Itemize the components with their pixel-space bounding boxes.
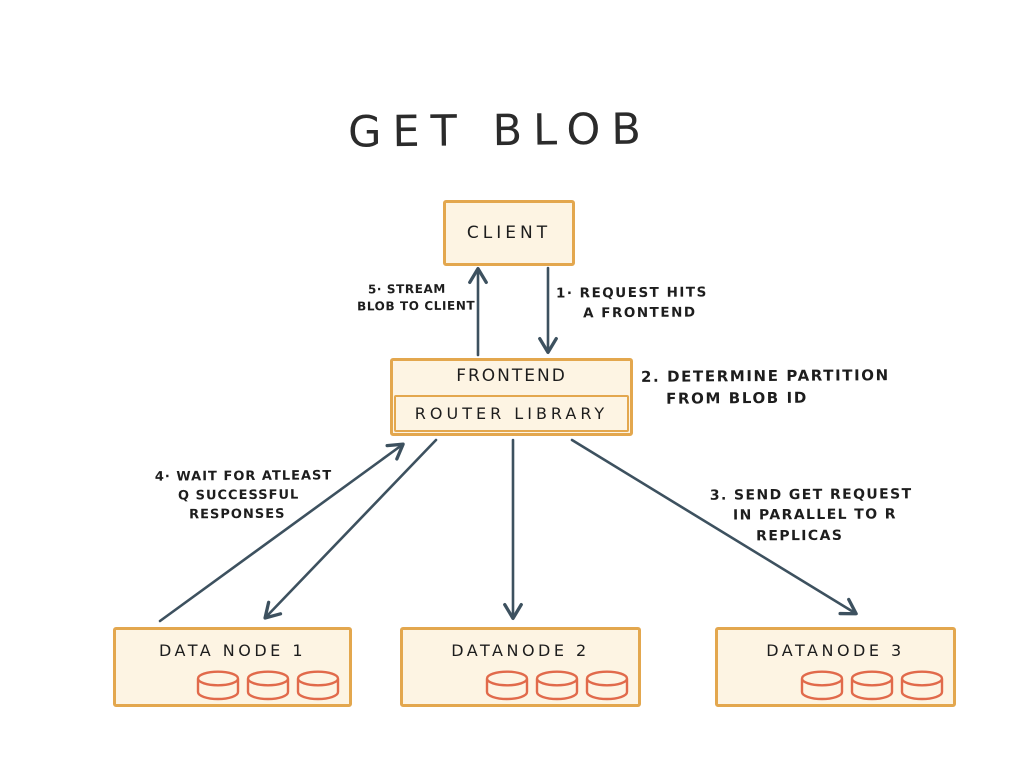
database-icon bbox=[900, 670, 944, 701]
client-label: CLIENT bbox=[466, 223, 552, 243]
datanode2-label: DATANODE 2 bbox=[451, 641, 590, 660]
datanode3-disks bbox=[798, 669, 946, 701]
database-icon bbox=[196, 670, 240, 701]
annotation-line: REPLICAS bbox=[756, 527, 844, 544]
annotation-line: FROM BLOB ID bbox=[666, 388, 808, 408]
node-router-library: ROUTER LIBRARY bbox=[394, 395, 629, 432]
annotation-line: A FRONTEND bbox=[583, 304, 697, 321]
diagram-title: GET BLOB bbox=[347, 104, 653, 158]
annotation-step2: 2. DETERMINE PARTITION FROM BLOB ID bbox=[641, 365, 890, 410]
database-icon bbox=[296, 670, 340, 701]
annotation-line: 1· REQUEST HITS bbox=[555, 284, 708, 302]
arrow-frontend-to-datanode1 bbox=[263, 438, 438, 620]
datanode3-label: DATANODE 3 bbox=[766, 641, 905, 660]
datanode2-disks bbox=[483, 669, 631, 701]
database-icon bbox=[535, 670, 579, 701]
database-icon bbox=[246, 670, 290, 701]
frontend-label: FRONTEND bbox=[456, 366, 567, 386]
annotation-line: 3. SEND GET REQUEST bbox=[709, 486, 913, 504]
datanode1-disks bbox=[194, 669, 342, 701]
annotation-step4: 4· WAIT FOR ATLEAST Q SUCCESSFUL RESPONS… bbox=[155, 467, 333, 525]
annotation-line: 5· STREAM bbox=[367, 281, 446, 297]
annotation-step1: 1· REQUEST HITS A FRONTEND bbox=[556, 283, 708, 323]
annotation-line: RESPONSES bbox=[189, 506, 286, 523]
node-datanode2: DATANODE 2 bbox=[400, 627, 641, 707]
node-datanode3: DATANODE 3 bbox=[715, 627, 956, 707]
annotation-line: IN PARALLEL TO R bbox=[732, 506, 897, 524]
annotation-line: 2. DETERMINE PARTITION bbox=[640, 366, 890, 386]
database-icon bbox=[485, 670, 529, 701]
annotation-line: Q SUCCESSFUL bbox=[177, 487, 300, 504]
router-library-label: ROUTER LIBRARY bbox=[414, 404, 609, 423]
database-icon bbox=[585, 670, 629, 701]
node-datanode1: DATA NODE 1 bbox=[113, 627, 352, 707]
annotation-step5: 5· STREAM BLOB TO CLIENT bbox=[357, 281, 475, 317]
database-icon bbox=[850, 670, 894, 701]
annotation-line: BLOB TO CLIENT bbox=[357, 298, 476, 314]
datanode1-label: DATA NODE 1 bbox=[158, 641, 307, 660]
annotation-step3: 3. SEND GET REQUEST IN PARALLEL TO R REP… bbox=[710, 484, 913, 546]
node-frontend: FRONTEND ROUTER LIBRARY bbox=[390, 358, 633, 436]
node-client: CLIENT bbox=[443, 200, 575, 266]
annotation-line: 4· WAIT FOR ATLEAST bbox=[154, 468, 333, 485]
database-icon bbox=[800, 670, 844, 701]
